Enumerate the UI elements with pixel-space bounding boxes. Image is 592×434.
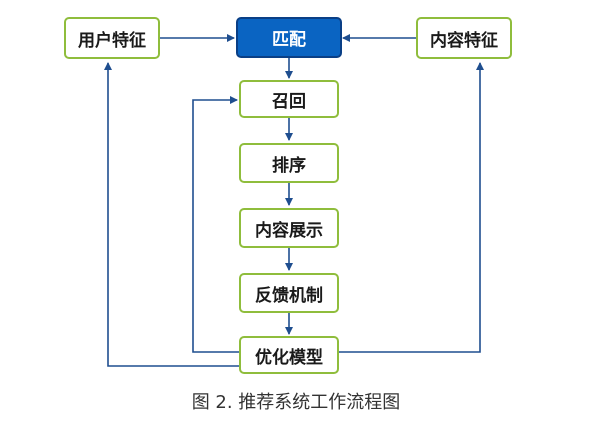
figure-caption: 图 2. 推荐系统工作流程图 [191,392,401,413]
node-feedback: 反馈机制 [239,273,339,313]
arrow-optimize-to-content [338,62,484,353]
arrow-optimize-to-recall [192,96,240,353]
node-match: 匹配 [236,17,342,58]
node-content-features: 内容特征 [416,17,512,59]
node-ranking: 排序 [239,143,339,183]
node-content-display: 内容展示 [239,208,339,248]
node-user-features: 用户特征 [64,17,160,59]
arrow-optimize-to-user [104,62,240,367]
node-optimize-model: 优化模型 [239,336,339,374]
node-recall: 召回 [239,80,339,118]
